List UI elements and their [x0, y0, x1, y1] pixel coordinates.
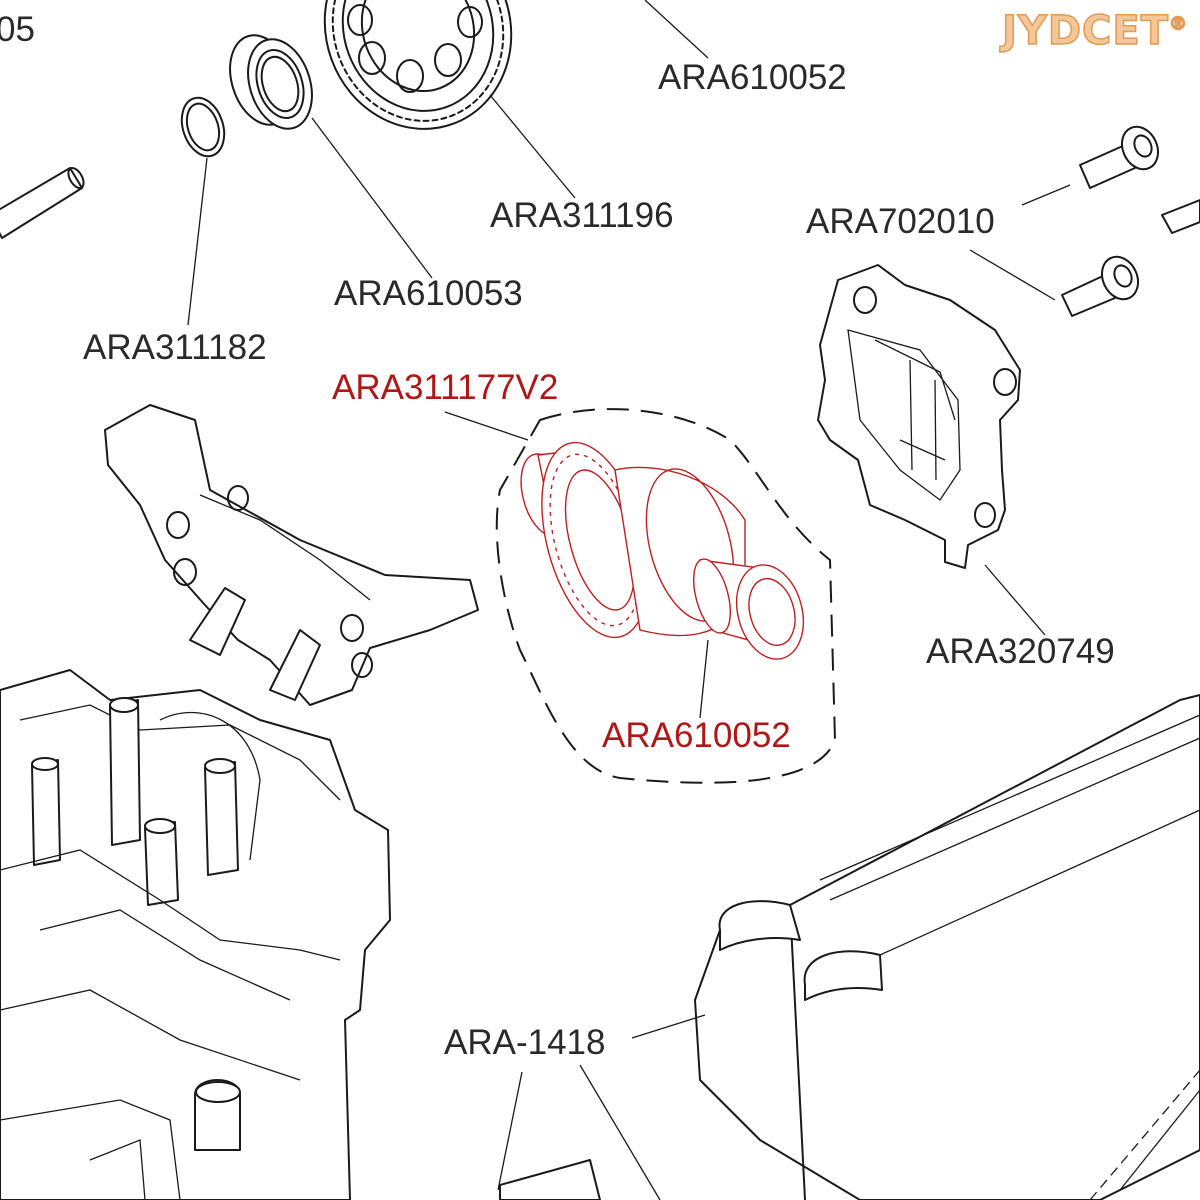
logo-text: JYDCET	[1001, 7, 1169, 55]
label-spur-gear: ARA311196	[490, 196, 674, 235]
label-o-ring: ARA311182	[83, 328, 267, 367]
chassis-tub-icon	[0, 669, 601, 1200]
spur-gear-icon	[323, 0, 513, 130]
o-ring-icon	[180, 96, 226, 158]
shaft-icon	[0, 167, 85, 239]
registered-mark: ®	[1168, 13, 1188, 36]
label-bearing: ARA610053	[334, 274, 523, 313]
cap-screw-icon	[1061, 125, 1200, 317]
brand-logo: JYDCET®	[1001, 7, 1188, 55]
label-chassis: ARA-1418	[444, 1023, 606, 1062]
gearbox-housing-icon	[817, 264, 1021, 569]
leader-lines	[187, 0, 1071, 1200]
label-diff-bearing: ARA610052	[602, 716, 791, 755]
label-diff-case: ARA320749	[926, 632, 1115, 671]
page-number: 05	[0, 10, 35, 49]
label-differential: ARA311177V2	[332, 368, 559, 407]
battery-pod-icon	[694, 694, 1200, 1200]
shock-tower-icon	[104, 404, 479, 706]
bevel-gear-diff-icon	[495, 408, 837, 784]
label-screws: ARA702010	[806, 202, 995, 241]
bearing-icon	[229, 34, 313, 130]
label-top-right-part: ARA610052	[658, 58, 847, 97]
